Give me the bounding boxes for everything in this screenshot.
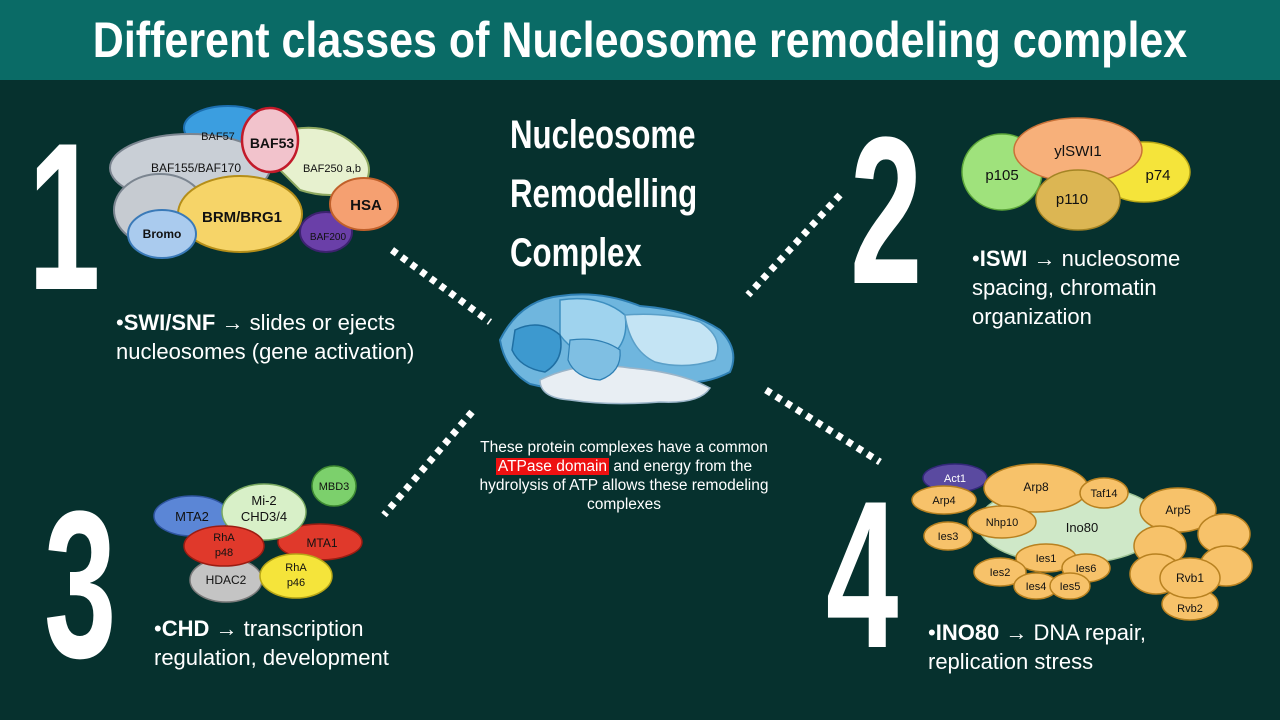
label-hsa: HSA xyxy=(350,197,382,214)
explanation-text: These protein complexes have a common xyxy=(480,439,768,456)
label-baf57: BAF57 xyxy=(201,131,235,143)
label-ies1: Ies1 xyxy=(1036,553,1057,565)
protein-complex-illustration xyxy=(498,293,735,405)
connector-2 xyxy=(745,192,843,298)
label-p46: p46 xyxy=(287,577,305,589)
class-number-3: 3 xyxy=(44,467,117,702)
subunit-rvb-ring xyxy=(1129,513,1253,621)
label-mbd3: MBD3 xyxy=(319,481,350,493)
label-arp5: Arp5 xyxy=(1165,503,1191,517)
subunit-p110 xyxy=(1035,169,1121,231)
atpase-highlight: ATPase domain xyxy=(495,458,610,475)
class-3-description: •CHD → transcription regulation, develop… xyxy=(154,616,389,670)
center-title-line: Complex xyxy=(510,231,642,275)
label-mi2: Mi-2 xyxy=(251,493,276,508)
subunit-ies3 xyxy=(923,521,973,551)
subunit-ies2 xyxy=(973,557,1027,587)
class-1-name: SWI/SNF xyxy=(123,310,216,335)
label-p48: p48 xyxy=(215,547,233,559)
center-explanation: These protein complexes have a common AT… xyxy=(468,438,780,514)
subunit-nhp10 xyxy=(967,505,1037,539)
label-mta2: MTA2 xyxy=(175,509,209,524)
connector-1 xyxy=(389,247,493,325)
arrow: → xyxy=(215,616,238,641)
label-chd34: CHD3/4 xyxy=(241,509,287,524)
explanation-text: and energy from the hydrolysis of ATP al… xyxy=(479,458,769,513)
label-nhp10: Nhp10 xyxy=(986,517,1018,529)
class-3-text: transcription regulation, development xyxy=(154,616,389,670)
label-ies4: Ies4 xyxy=(1026,581,1047,593)
subunit-mi2 xyxy=(221,483,307,541)
subunit-arp4 xyxy=(911,485,977,515)
arrow: → xyxy=(1005,620,1028,645)
class-2-name: ISWI xyxy=(979,246,1028,271)
arrow: → xyxy=(221,310,244,335)
center-title: Nucleosome Remodelling Complex xyxy=(510,106,713,283)
subunit-hsa xyxy=(329,177,399,231)
label-hdac2: HDAC2 xyxy=(206,573,247,587)
class-4-description: •INO80 → DNA repair, replication stress xyxy=(928,620,1147,674)
subunit-bromo xyxy=(127,209,197,259)
subunit-taf14 xyxy=(1079,477,1129,509)
label-ino80: Ino80 xyxy=(1066,520,1099,535)
center-title-line: Remodelling xyxy=(510,172,698,216)
label-mta1: MTA1 xyxy=(306,536,337,550)
connector-lines xyxy=(381,192,882,518)
class-2-text: nucleosome spacing, chromatin organizati… xyxy=(972,246,1181,329)
class-2-description: •ISWI → nucleosome spacing, chromatin or… xyxy=(972,246,1181,329)
label-arp4: Arp4 xyxy=(932,495,955,507)
subunit-baf250 xyxy=(279,126,370,196)
label-rha-2: RhA xyxy=(285,562,307,574)
label-baf155: BAF155/BAF170 xyxy=(151,161,241,175)
title-banner: Different classes of Nucleosome remodeli… xyxy=(0,0,1280,80)
subunit-rha-p46 xyxy=(259,553,333,599)
class-4-text: DNA repair, replication stress xyxy=(928,620,1147,674)
label-baf53: BAF53 xyxy=(250,135,295,151)
subunit-baf53 xyxy=(240,106,300,174)
label-brm-brg1: BRM/BRG1 xyxy=(202,209,282,226)
label-arp8: Arp8 xyxy=(1023,480,1049,494)
label-ies6: Ies6 xyxy=(1076,563,1097,575)
label-rha: RhA xyxy=(213,532,235,544)
subunit-mbd3 xyxy=(311,465,357,507)
connector-4 xyxy=(764,387,882,465)
class-1-text: slides or ejects nucleosomes (gene activ… xyxy=(116,310,415,364)
label-ies2: Ies2 xyxy=(990,567,1011,579)
label-p105: p105 xyxy=(985,167,1018,184)
label-baf250: BAF250 a,b xyxy=(303,163,361,175)
class-number-4: 4 xyxy=(826,457,899,692)
label-ies5: Ies5 xyxy=(1060,581,1081,593)
swisnf-complex: BAF57 BAF53 BAF155/BAF170 BAF250 a,b HSA… xyxy=(109,105,399,259)
class-number-2: 2 xyxy=(850,93,923,328)
class-3-name: CHD xyxy=(161,616,210,641)
page-title: Different classes of Nucleosome remodeli… xyxy=(92,12,1188,68)
label-act1: Act1 xyxy=(944,473,966,485)
center-title-line: Nucleosome xyxy=(510,113,696,157)
label-p74: p74 xyxy=(1145,167,1170,184)
class-number-1: 1 xyxy=(28,99,101,334)
arrow: → xyxy=(1033,246,1056,271)
class-4-name: INO80 xyxy=(935,620,1000,645)
subunit-rvb1 xyxy=(1159,557,1221,599)
subunit-ies5 xyxy=(1049,572,1091,600)
label-ylswi1: ylSWI1 xyxy=(1054,143,1102,160)
label-taf14: Taf14 xyxy=(1091,488,1118,500)
label-p110: p110 xyxy=(1056,191,1088,208)
chd-complex: MTA2 Mi-2 CHD3/4 MBD3 RhA p48 MTA1 HDAC2… xyxy=(153,465,363,603)
class-1-description: •SWI/SNF → slides or ejects nucleosomes … xyxy=(116,310,415,364)
iswi-complex: p105 ylSWI1 p74 p110 xyxy=(961,117,1191,231)
label-rvb1: Rvb1 xyxy=(1176,571,1204,585)
label-bromo: Bromo xyxy=(143,227,182,241)
label-ies3: Ies3 xyxy=(938,531,959,543)
label-baf200: BAF200 xyxy=(310,232,347,243)
subunit-rha-p48 xyxy=(183,525,265,567)
connector-3 xyxy=(381,409,475,518)
label-rvb2: Rvb2 xyxy=(1177,603,1203,615)
ino80-complex: Act1 Arp4 Arp8 Taf14 Nhp10 Ino80 Arp5 Ie… xyxy=(911,463,1253,621)
